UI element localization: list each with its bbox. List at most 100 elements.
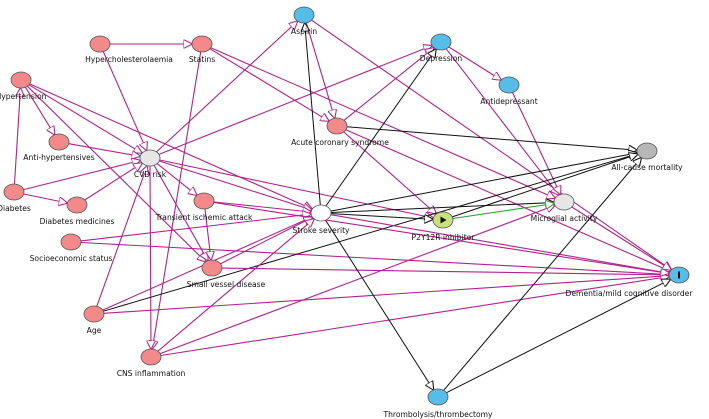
node-circle-stroke[interactable] xyxy=(310,204,332,222)
node-diabetes-medicines[interactable]: Diabetes medicines xyxy=(40,196,115,226)
edge-tia-to-svd xyxy=(204,208,211,260)
node-label-hypertension: Hypertension xyxy=(0,92,47,101)
node-circle-statins[interactable] xyxy=(191,35,213,53)
edge-cvd-to-depression xyxy=(158,46,432,155)
node-circle-cvd[interactable] xyxy=(139,149,161,167)
node-aspirin[interactable]: Aspirin xyxy=(291,6,317,36)
edge-diabmed-to-cvd xyxy=(84,163,142,201)
node-label-p2y12: P2Y12R inhibitor xyxy=(412,233,476,242)
edge-statins-to-cns xyxy=(152,51,202,349)
node-age[interactable]: Age xyxy=(83,305,105,335)
edge-depression-to-microglial xyxy=(445,48,559,195)
node-dementia-mild-cognitive-disorder[interactable]: Dementia/mild cognitive disorder xyxy=(566,266,694,298)
node-circle-thromb[interactable] xyxy=(427,388,449,406)
outcome-bar-icon xyxy=(678,271,680,279)
edge-stroke-to-thromb xyxy=(325,219,434,390)
node-label-antihyp: Anti-hypertensives xyxy=(23,153,94,162)
edge-age-to-dementia xyxy=(103,276,669,314)
node-label-aspirin: Aspirin xyxy=(291,27,317,36)
edge-cns-to-stroke xyxy=(157,219,314,352)
edge-statins-to-microglial xyxy=(210,47,555,198)
node-cns-inflammation[interactable]: CNS inflammation xyxy=(117,348,186,378)
node-circle-antidepressant[interactable] xyxy=(498,76,520,94)
node-hypertension[interactable]: Hypertension xyxy=(0,71,47,101)
node-circle-diabmed[interactable] xyxy=(66,196,88,214)
node-antidepressant[interactable]: Antidepressant xyxy=(480,76,538,106)
edge-statins-to-acs xyxy=(209,48,329,121)
exposure-play-icon xyxy=(440,216,447,224)
node-circle-mortality[interactable] xyxy=(636,142,658,160)
edge-cns-to-microglial xyxy=(159,205,555,355)
edge-acs-to-mortality xyxy=(346,126,637,150)
node-circle-ses[interactable] xyxy=(60,233,82,251)
edge-age-to-cvd xyxy=(96,166,147,307)
node-circle-tia[interactable] xyxy=(193,192,215,210)
node-label-antidepressant: Antidepressant xyxy=(480,97,537,106)
node-all-cause-mortality[interactable]: All-cause mortality xyxy=(611,142,683,172)
edge-ses-to-stroke xyxy=(80,214,311,242)
node-statins[interactable]: Statins xyxy=(189,35,215,64)
edges-layer xyxy=(13,19,672,394)
edge-diabetes-to-hypertension xyxy=(13,88,21,185)
edge-depression-to-antidepressant xyxy=(448,46,501,80)
edge-microglial-to-dementia xyxy=(571,206,671,270)
node-socioeconomic-status[interactable]: Socioeconomic status xyxy=(30,233,113,263)
edge-stroke-to-aspirin xyxy=(305,23,321,206)
node-circle-antihyp[interactable] xyxy=(48,133,70,151)
node-anti-hypertensives[interactable]: Anti-hypertensives xyxy=(23,133,95,162)
node-label-microglial: Microglial activity xyxy=(531,214,598,223)
node-transient-ischemic-attack[interactable]: Transient ischemic attack xyxy=(155,192,253,222)
node-label-ses: Socioeconomic status xyxy=(30,254,113,263)
node-circle-hypertension[interactable] xyxy=(10,71,32,89)
node-label-cvd: CVD risk xyxy=(134,170,167,179)
node-thrombolysis-thrombectomy[interactable]: Thrombolysis/thrombectomy xyxy=(382,388,493,419)
node-circle-depression[interactable] xyxy=(430,33,452,51)
node-circle-microglial[interactable] xyxy=(553,193,575,211)
node-hypercholesterolaemia[interactable]: Hypercholesterolaemia xyxy=(85,35,173,64)
node-circle-diabetes[interactable] xyxy=(3,183,25,201)
node-label-hyperchol: Hypercholesterolaemia xyxy=(85,55,173,64)
node-circle-cns[interactable] xyxy=(140,348,162,366)
edge-aspirin-to-dementia xyxy=(311,19,672,270)
node-depression[interactable]: Depression xyxy=(420,33,463,63)
node-label-statins: Statins xyxy=(189,55,215,64)
node-label-cns: CNS inflammation xyxy=(117,369,186,378)
edge-hypertension-to-svd xyxy=(26,85,205,262)
node-label-diabetes: Diabetes xyxy=(0,204,31,213)
node-microglial-activity[interactable]: Microglial activity xyxy=(531,193,598,223)
edge-ses-to-dementia xyxy=(80,241,669,275)
edge-cvd-to-aspirin xyxy=(156,21,298,153)
edge-stroke-to-p2y12 xyxy=(330,213,433,220)
node-acute-coronary-syndrome[interactable]: Acute coronary syndrome xyxy=(291,117,389,147)
node-small-vessel-disease[interactable]: Small vessel disease xyxy=(187,259,266,289)
edge-diabetes-to-cvd xyxy=(23,160,141,191)
edge-thromb-to-mortality xyxy=(443,158,642,391)
node-circle-svd[interactable] xyxy=(201,259,223,277)
node-cvd-risk[interactable]: CVD risk xyxy=(134,149,167,179)
edge-diabetes-to-diabmed xyxy=(23,193,68,203)
edge-cvd-to-p2y12 xyxy=(159,159,434,218)
edge-hypertension-to-stroke xyxy=(29,83,313,209)
edge-stroke-to-mortality xyxy=(330,153,638,212)
edge-cvd-to-svd xyxy=(153,165,208,260)
node-label-svd: Small vessel disease xyxy=(187,280,266,289)
node-circle-acs[interactable] xyxy=(326,117,348,135)
node-diabetes[interactable]: Diabetes xyxy=(0,183,31,213)
node-circle-aspirin[interactable] xyxy=(293,6,315,24)
edge-antidepressant-to-microglial xyxy=(512,92,561,195)
edge-acs-to-depression xyxy=(343,48,434,121)
node-circle-hyperchol[interactable] xyxy=(89,35,111,53)
edge-stroke-to-microglial xyxy=(330,203,554,213)
node-stroke-severity[interactable]: Stroke severity xyxy=(292,204,350,235)
node-label-diabmed: Diabetes medicines xyxy=(40,217,115,226)
edge-p2y12-to-microglial xyxy=(452,204,554,220)
edge-age-to-mortality xyxy=(103,154,637,312)
edge-thromb-to-dementia xyxy=(446,279,671,394)
node-circle-age[interactable] xyxy=(83,305,105,323)
edge-p2y12-to-mortality xyxy=(452,154,638,218)
node-label-thromb: Thrombolysis/thrombectomy xyxy=(382,410,493,419)
node-p2y12r-inhibitor[interactable]: P2Y12R inhibitor xyxy=(412,211,476,242)
edge-stroke-to-depression xyxy=(325,49,436,207)
node-label-stroke: Stroke severity xyxy=(292,226,350,235)
